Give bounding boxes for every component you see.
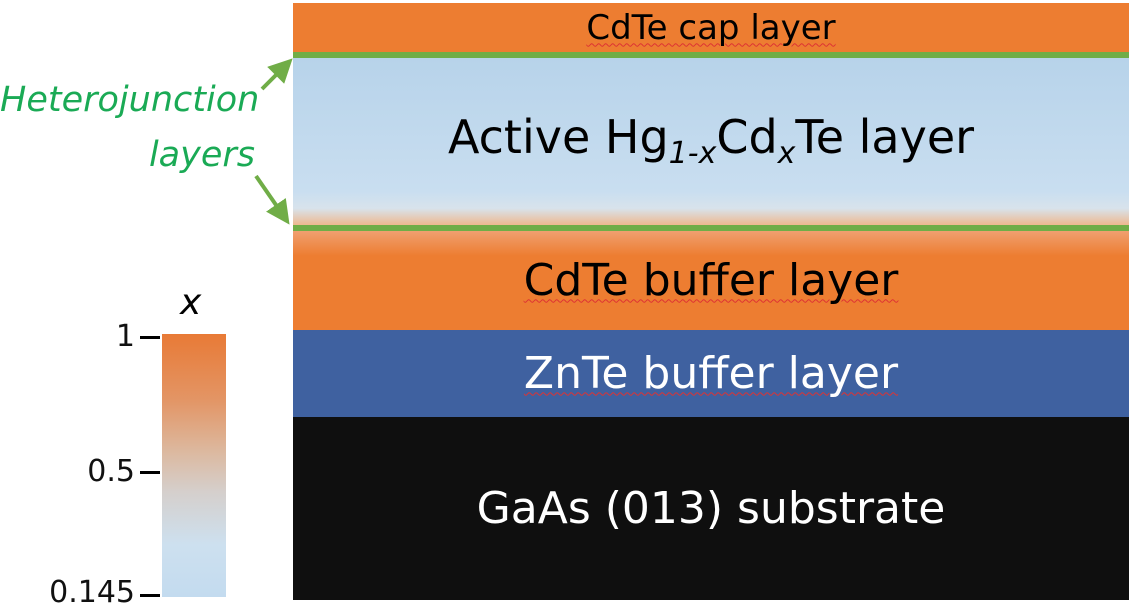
tick-1 bbox=[140, 336, 160, 339]
active-sub1: 1-x bbox=[668, 136, 717, 172]
tick-label-0.145: 0.145 bbox=[49, 575, 135, 607]
znte-buffer-layer: ZnTe buffer layer bbox=[293, 330, 1129, 417]
bottom-heterojunction bbox=[293, 225, 1129, 231]
colorbar-title: x bbox=[180, 282, 202, 323]
znte-buffer-text: ZnTe buffer layer bbox=[523, 347, 899, 399]
tick-label-0.5: 0.5 bbox=[87, 454, 135, 489]
active-label: Active Hg1-xCdxTe layer bbox=[448, 114, 974, 169]
colorbar bbox=[162, 334, 226, 597]
active-pre: Active Hg bbox=[447, 109, 669, 164]
tick-label-1: 1 bbox=[115, 319, 135, 354]
cdte-cap-layer: CdTe cap layer bbox=[293, 3, 1129, 52]
cdte-buffer-label: CdTe buffer layer bbox=[524, 258, 899, 303]
cdte-buffer-text: CdTe buffer layer bbox=[523, 254, 899, 306]
tick-0.5 bbox=[140, 471, 160, 474]
cap-label: CdTe cap layer bbox=[586, 11, 835, 45]
active-mid: Cd bbox=[716, 109, 778, 164]
znte-buffer-label: ZnTe buffer layer bbox=[524, 351, 898, 396]
active-layer: Active Hg1-xCdxTe layer bbox=[293, 58, 1129, 225]
annotation-arrows bbox=[254, 58, 293, 225]
cap-label-text: CdTe cap layer bbox=[586, 7, 836, 48]
cdte-buffer-layer: CdTe buffer layer bbox=[293, 231, 1129, 330]
substrate-label: GaAs (013) substrate bbox=[476, 482, 946, 534]
arrow-top bbox=[260, 58, 293, 91]
active-post: Te layer bbox=[795, 109, 975, 164]
heterojunction-label: Heterojunction bbox=[0, 80, 260, 120]
top-heterojunction bbox=[293, 52, 1129, 58]
layers-label: layers bbox=[148, 135, 255, 175]
gaas-substrate: GaAs (013) substrate bbox=[293, 417, 1129, 600]
arrow-bottom bbox=[254, 174, 290, 225]
tick-0.145 bbox=[140, 594, 160, 597]
active-sub2: x bbox=[777, 136, 796, 172]
